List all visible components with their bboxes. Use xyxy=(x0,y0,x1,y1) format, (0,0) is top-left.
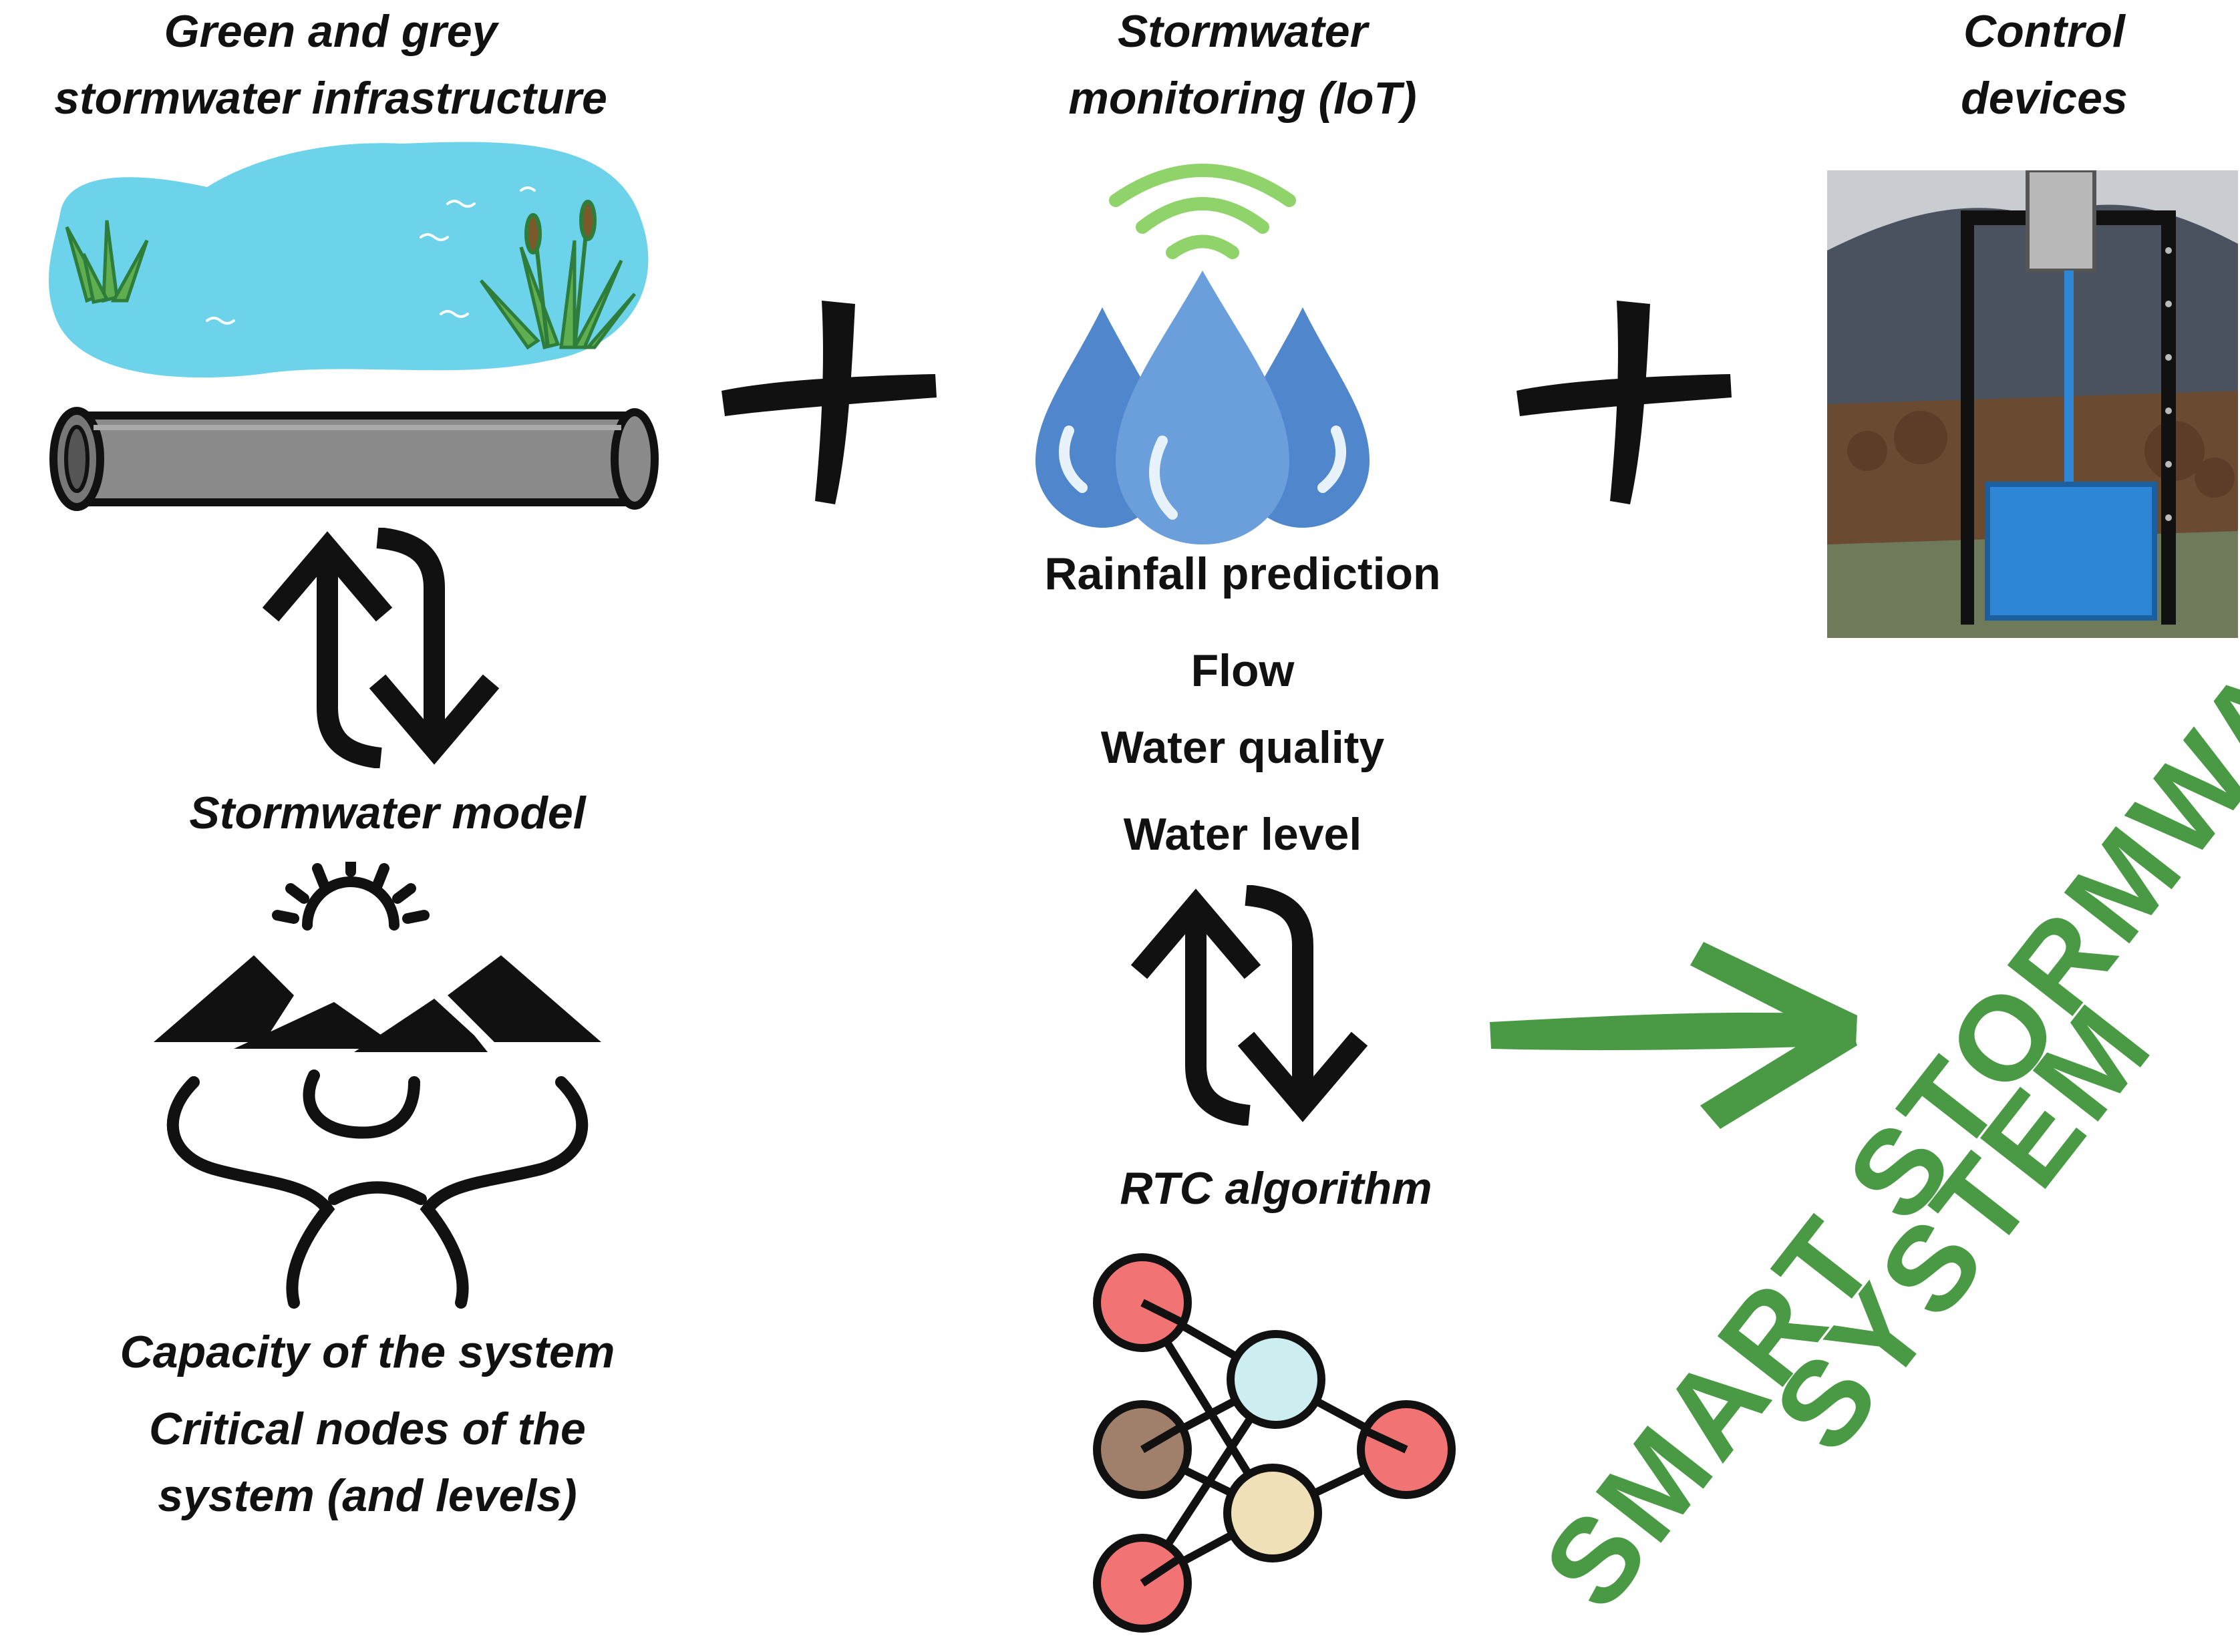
monitoring-title-line1: Stormwater xyxy=(1117,6,1368,57)
gate-photo xyxy=(1827,170,2238,638)
capacity-label: Capacity of the system xyxy=(120,1327,615,1377)
wifi-icon xyxy=(1109,164,1296,259)
monitoring-title-line2: monitoring (IoT) xyxy=(1068,73,1417,124)
watershed-icon xyxy=(154,862,601,1309)
rainfall-prediction-label: Rainfall prediction xyxy=(1044,548,1441,599)
green-arrow-icon xyxy=(1490,942,1857,1129)
metric-water-level-label: Water level xyxy=(1123,809,1362,860)
infrastructure-title-line1: Green and grey xyxy=(164,6,498,57)
water-drops-icon xyxy=(1035,271,1370,544)
critical-nodes-line2: system (and levels) xyxy=(158,1470,577,1521)
metric-flow-label: Flow xyxy=(1190,645,1295,696)
metric-water-quality-label: Water quality xyxy=(1100,722,1385,773)
infrastructure-title-line2: stormwater infrastructure xyxy=(54,73,607,124)
exchange-arrows-icon xyxy=(1130,885,1368,1126)
rtc-title: RTC algorithm xyxy=(1120,1163,1432,1214)
control-title-line2: devices xyxy=(1961,73,2128,124)
pipe-icon xyxy=(49,407,659,511)
plus-icon xyxy=(722,301,937,504)
critical-nodes-line1: Critical nodes of the xyxy=(149,1403,586,1454)
exchange-arrows-icon xyxy=(262,528,500,768)
neural-network-icon xyxy=(1093,1253,1456,1633)
control-title-line1: Control xyxy=(1963,6,2125,57)
model-title: Stormwater model xyxy=(189,788,586,838)
plus-icon xyxy=(1516,301,1732,504)
pond-icon xyxy=(48,142,649,378)
